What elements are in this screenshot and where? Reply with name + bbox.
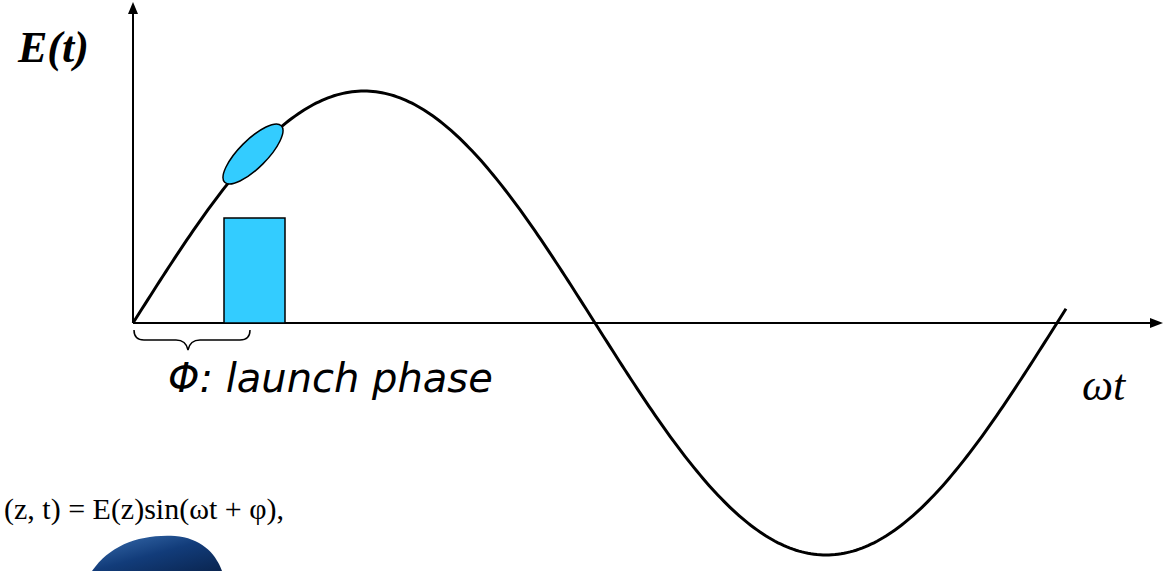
y-axis-label: E(t) bbox=[18, 22, 89, 73]
logo-fragment bbox=[92, 536, 222, 571]
y-axis-arrow bbox=[128, 2, 138, 14]
x-axis-label: ωt bbox=[1082, 360, 1125, 411]
bunch-rect bbox=[224, 218, 285, 323]
bunch-ellipse bbox=[215, 116, 291, 192]
x-axis-arrow bbox=[1150, 318, 1163, 328]
y-axis bbox=[132, 12, 134, 323]
field-formula: (z, t) = E(z)sin(ωt + φ), bbox=[4, 492, 284, 526]
phase-bracket bbox=[134, 330, 250, 350]
phase-label: Φ: launch phase bbox=[168, 355, 493, 401]
x-axis bbox=[133, 322, 1152, 324]
sine-curve bbox=[133, 91, 1066, 555]
